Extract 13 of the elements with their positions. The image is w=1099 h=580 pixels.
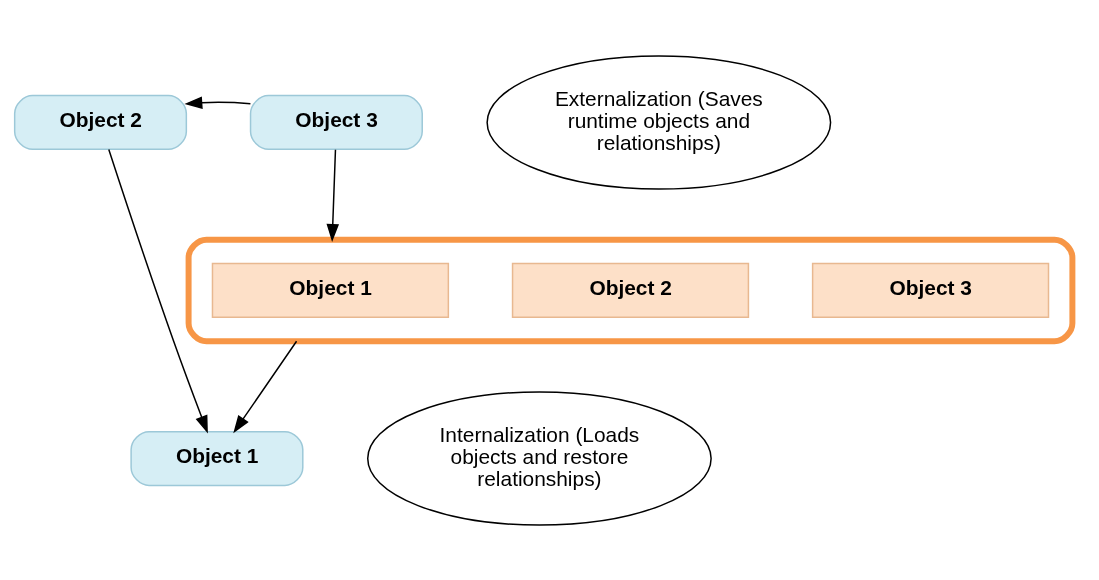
node-box: Object 3	[811, 262, 1050, 318]
node-ellipse: Externalization (Saves runtime objects and relationships)	[486, 54, 832, 190]
arrow	[233, 340, 298, 433]
cluster	[185, 236, 1076, 344]
node-box: Object 3	[249, 94, 423, 150]
arrow	[326, 148, 340, 242]
node-ellipse: Internalization (Loads objects and restore relationships)	[367, 390, 712, 526]
arrow	[184, 95, 252, 109]
node-box: Object 1	[130, 430, 304, 486]
node-box: Object 1	[211, 262, 450, 318]
node-box: Object 2	[13, 94, 188, 150]
arrow	[108, 148, 208, 433]
node-box: Object 2	[511, 262, 750, 318]
